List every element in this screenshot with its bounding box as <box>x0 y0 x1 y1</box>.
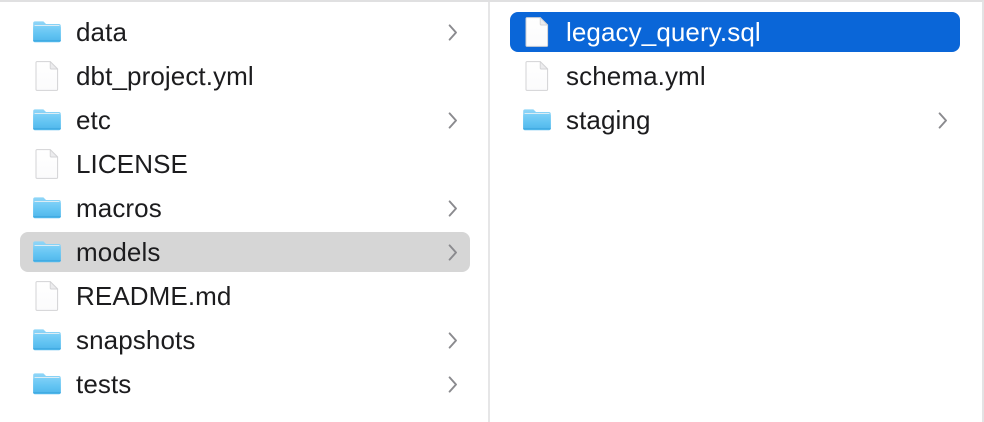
document-icon-svg <box>35 61 59 91</box>
file-row-label: macros <box>76 193 162 223</box>
file-row-label: data <box>76 17 128 47</box>
file-row[interactable]: LICENSE <box>20 144 470 184</box>
file-row-label: schema.yml <box>566 61 706 91</box>
chevron-right-icon-svg <box>448 331 457 349</box>
document-icon-svg <box>35 149 59 179</box>
chevron-right-icon-svg <box>448 375 457 393</box>
document-icon <box>522 61 552 91</box>
file-row-label: etc <box>76 105 111 135</box>
file-row-label: dbt_project.yml <box>76 61 254 91</box>
file-row[interactable]: etc <box>20 100 470 140</box>
file-row[interactable]: dbt_project.yml <box>20 56 470 96</box>
file-row[interactable]: schema.yml <box>510 56 960 96</box>
document-icon-svg <box>35 281 59 311</box>
file-row-label: legacy_query.sql <box>566 17 761 47</box>
chevron-right-icon[interactable] <box>446 329 460 351</box>
file-row[interactable]: legacy_query.sql <box>510 12 960 52</box>
chevron-right-icon-svg <box>448 199 457 217</box>
chevron-right-icon-svg <box>448 23 457 41</box>
file-row-label: README.md <box>76 281 232 311</box>
file-row-label: staging <box>566 105 651 135</box>
folder-icon-svg <box>33 241 61 263</box>
file-column-child[interactable]: legacy_query.sql schema.yml <box>490 2 982 422</box>
file-row[interactable]: README.md <box>20 276 470 316</box>
file-row[interactable]: macros <box>20 188 470 228</box>
document-icon-svg <box>525 17 549 47</box>
chevron-right-icon[interactable] <box>446 197 460 219</box>
folder-icon <box>32 237 62 267</box>
folder-icon <box>32 325 62 355</box>
folder-icon <box>32 193 62 223</box>
folder-icon-svg <box>33 197 61 219</box>
file-column-parent[interactable]: data dbt_project.yml <box>0 2 490 422</box>
chevron-right-icon[interactable] <box>446 373 460 395</box>
folder-icon-svg <box>523 109 551 131</box>
folder-icon-svg <box>33 109 61 131</box>
document-icon <box>522 17 552 47</box>
folder-icon-svg <box>33 21 61 43</box>
chevron-right-icon[interactable] <box>446 241 460 263</box>
chevron-right-icon-svg <box>448 243 457 261</box>
file-row-label: LICENSE <box>76 149 188 179</box>
chevron-right-icon-svg <box>448 111 457 129</box>
chevron-right-icon[interactable] <box>936 109 950 131</box>
chevron-right-icon[interactable] <box>446 109 460 131</box>
document-icon <box>32 61 62 91</box>
chevron-right-icon-svg <box>938 111 947 129</box>
file-row[interactable]: models <box>20 232 470 272</box>
folder-icon <box>32 17 62 47</box>
document-icon-svg <box>525 61 549 91</box>
file-row[interactable]: snapshots <box>20 320 470 360</box>
folder-icon <box>32 105 62 135</box>
chevron-right-icon[interactable] <box>446 21 460 43</box>
document-icon <box>32 149 62 179</box>
folder-icon-svg <box>33 373 61 395</box>
folder-icon <box>522 105 552 135</box>
file-row-label: models <box>76 237 161 267</box>
file-row-label: tests <box>76 369 132 399</box>
file-row[interactable]: data <box>20 12 470 52</box>
file-row[interactable]: staging <box>510 100 960 140</box>
file-row[interactable]: tests <box>20 364 470 404</box>
file-row-label: snapshots <box>76 325 196 355</box>
folder-icon-svg <box>33 329 61 351</box>
document-icon <box>32 281 62 311</box>
folder-icon <box>32 369 62 399</box>
